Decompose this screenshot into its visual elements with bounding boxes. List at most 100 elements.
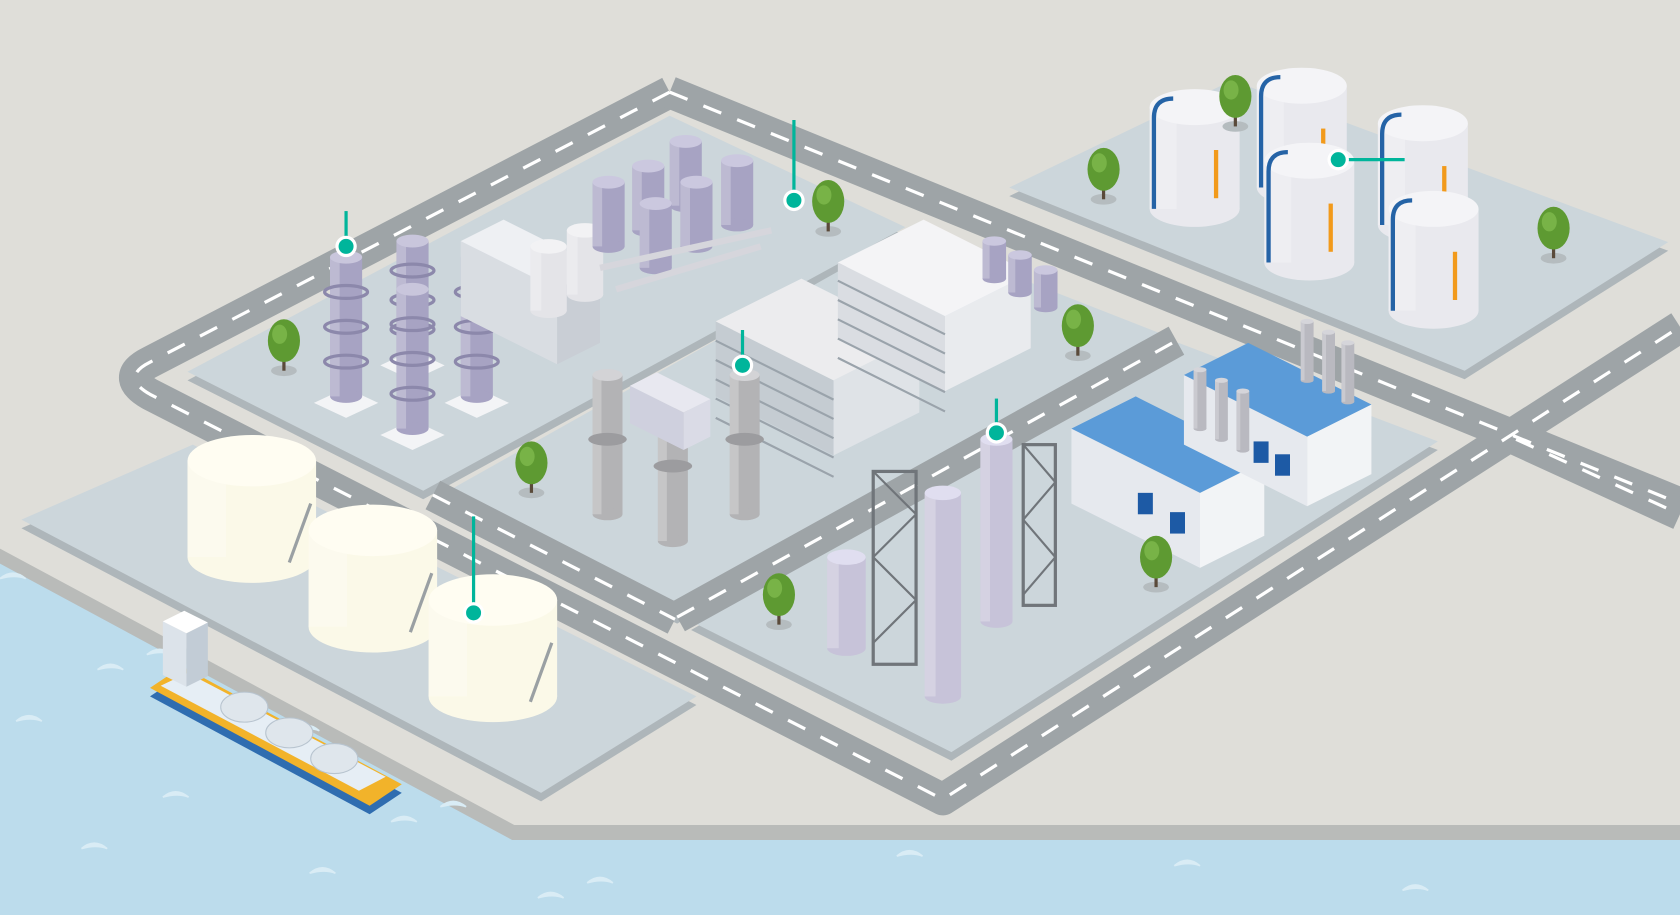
cylinder-bottom — [1033, 302, 1058, 313]
cylinder-bottom — [592, 508, 623, 521]
exhaust-stack — [1215, 377, 1228, 442]
lattice-bracing — [871, 470, 918, 644]
tank-ladder — [408, 572, 434, 633]
cylinder-top — [1388, 190, 1479, 227]
tank-ladder — [528, 642, 554, 703]
tank-level-gauge — [1328, 203, 1333, 252]
cylinder-shine — [721, 160, 731, 225]
cylinder-top — [639, 197, 672, 210]
cylinder-body — [980, 439, 1013, 622]
heat-exchanger-right — [683, 399, 711, 450]
wave — [586, 876, 614, 884]
warehouse-door — [1170, 512, 1185, 534]
warehouse-roof — [1183, 342, 1372, 437]
steel-lattice-tower — [1021, 443, 1057, 607]
cylinder-top — [669, 135, 702, 148]
cylinder-body — [1300, 321, 1314, 381]
cylinder-shine — [1008, 255, 1016, 293]
building-floor-line — [837, 299, 946, 355]
cylinder-bottom — [1149, 190, 1240, 227]
location-pin-icon[interactable] — [735, 357, 750, 373]
reactor-vessel — [592, 175, 625, 253]
column-ring — [323, 353, 370, 370]
tree-highlight — [767, 578, 783, 598]
marker-reactor-vessels[interactable] — [783, 120, 805, 212]
building-floor-line — [837, 337, 946, 394]
heat-exchanger-left — [630, 385, 684, 450]
cylinder-bottom — [639, 261, 672, 275]
cylinder-top — [1322, 329, 1335, 335]
tree-highlight — [1541, 212, 1557, 232]
lattice-bracing — [1021, 443, 1057, 596]
cylinder-top — [592, 369, 623, 381]
location-pin-icon[interactable] — [466, 605, 482, 621]
marker-product-tanks[interactable] — [1327, 148, 1405, 171]
cylinder-bottom — [592, 240, 625, 253]
cylinder-bottom — [396, 422, 429, 435]
cylinder-shine — [396, 289, 407, 429]
exhaust-stack — [1300, 318, 1314, 383]
cylinder-shine — [530, 246, 542, 311]
steel-lattice-tower — [871, 469, 918, 666]
wave — [390, 815, 418, 823]
cylinder-bottom — [530, 303, 567, 319]
office-building-roof — [837, 219, 1031, 317]
cylinder-bottom — [1300, 377, 1314, 383]
cylinder-shine — [1300, 321, 1305, 381]
tree — [1537, 206, 1570, 264]
cylinder-bottom — [1322, 388, 1335, 394]
marker-control-building[interactable] — [731, 330, 754, 377]
tower-ring — [588, 432, 627, 446]
wave — [1401, 884, 1429, 892]
tree-highlight — [272, 324, 288, 344]
tree — [1061, 304, 1094, 362]
cylinder-shine — [669, 141, 680, 206]
cylinder-shine — [1341, 342, 1346, 402]
tanker-ship — [150, 666, 402, 815]
marker-distillation-columns[interactable] — [335, 211, 357, 258]
wave — [96, 663, 124, 671]
cylinder-bottom — [1341, 399, 1355, 405]
location-pin-icon[interactable] — [1330, 152, 1346, 168]
warehouse-door — [1275, 454, 1290, 476]
cylinder-bottom — [330, 390, 363, 403]
cylinder-shine — [632, 166, 642, 231]
hotspot-markers — [335, 120, 1405, 624]
small-vessel — [1008, 250, 1032, 298]
ship-bridge — [162, 610, 208, 687]
marker-furnace-unit[interactable] — [985, 398, 1008, 444]
cylinder-shine — [924, 492, 936, 697]
tower-ring — [725, 432, 764, 446]
cylinder-top — [592, 175, 625, 189]
cylinder-shine — [1033, 270, 1041, 308]
tree-shadow — [1540, 252, 1567, 264]
location-pin-icon[interactable] — [338, 238, 354, 254]
cylinder-top — [1033, 265, 1058, 275]
cylinder-body — [1215, 380, 1228, 440]
cylinder-body — [1033, 270, 1058, 308]
cylinder-body — [1322, 332, 1335, 392]
cylinder-shine — [680, 182, 690, 247]
cylinder-shine — [980, 439, 990, 622]
location-pin-icon[interactable] — [988, 425, 1004, 441]
tree-highlight — [816, 185, 832, 205]
cylinder-body — [330, 257, 363, 397]
tank-level-gauge — [1213, 150, 1219, 199]
tank-level-gauge — [1452, 251, 1458, 300]
tank-pipe — [1380, 112, 1402, 225]
tree — [1087, 147, 1120, 205]
warehouse-right — [1200, 460, 1265, 568]
cylinder-top — [721, 154, 754, 168]
tree-highlight — [1223, 80, 1239, 100]
marker-crude-tanks[interactable] — [462, 516, 485, 624]
column-ring — [323, 283, 370, 300]
wave — [1173, 859, 1201, 867]
distillation-column — [330, 250, 363, 403]
location-pin-icon[interactable] — [786, 192, 802, 208]
wave — [15, 714, 43, 722]
reactor-vessel — [721, 154, 754, 232]
cylinder-body — [1008, 255, 1032, 293]
cylinder-bottom — [428, 670, 558, 723]
vessel — [827, 549, 866, 656]
tree-highlight — [1066, 309, 1082, 329]
